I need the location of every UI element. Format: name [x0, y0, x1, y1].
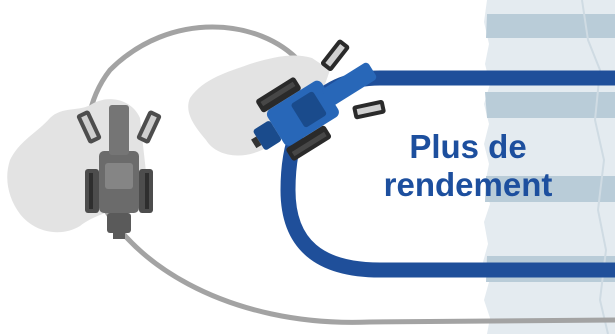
caption-line-2: rendement [358, 166, 578, 204]
caption-text: Plus de rendement [358, 128, 578, 204]
caption-line-1: Plus de [358, 128, 578, 166]
